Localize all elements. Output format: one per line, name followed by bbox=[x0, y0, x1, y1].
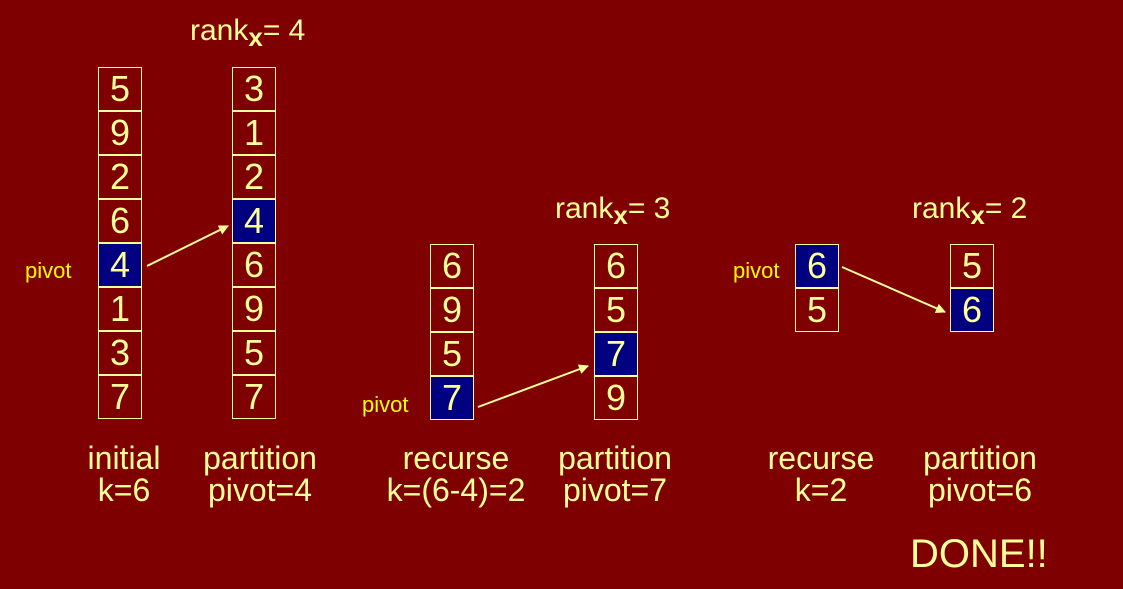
pivot-cell: 6 bbox=[795, 244, 839, 288]
array-cell: 5 bbox=[950, 244, 994, 288]
pivot-cell: 6 bbox=[950, 288, 994, 332]
pivot-cell: 4 bbox=[98, 243, 142, 287]
rank-value: = 4 bbox=[262, 14, 306, 47]
caption-recurse-1: recurse k=(6-4)=2 bbox=[387, 442, 526, 506]
array-cell: 7 bbox=[98, 375, 142, 419]
array-cell: 9 bbox=[98, 111, 142, 155]
array-cell: 9 bbox=[430, 288, 474, 332]
caption-partition-3: partition pivot=6 bbox=[923, 442, 1037, 506]
pivot-cell: 7 bbox=[594, 332, 638, 376]
caption-line: pivot=6 bbox=[927, 472, 1033, 508]
array-cell: 9 bbox=[594, 376, 638, 420]
rank-value: = 3 bbox=[627, 192, 671, 225]
caption-partition-1: partition pivot=4 bbox=[203, 442, 317, 506]
caption-line: initial bbox=[87, 440, 161, 476]
arrow-pivot-1 bbox=[146, 225, 229, 267]
caption-line: partition bbox=[923, 440, 1037, 476]
array-cell: 5 bbox=[430, 332, 474, 376]
rank-subscript: x bbox=[970, 200, 985, 230]
rank-prefix: rank bbox=[912, 192, 971, 225]
array-cell: 1 bbox=[232, 111, 276, 155]
caption-initial: initial k=6 bbox=[88, 442, 161, 506]
rank-subscript: x bbox=[248, 22, 263, 52]
array-cell: 5 bbox=[232, 331, 276, 375]
caption-line: k=(6-4)=2 bbox=[386, 472, 526, 508]
array-cell: 6 bbox=[98, 199, 142, 243]
caption-line: recurse bbox=[767, 440, 875, 476]
caption-line: pivot=4 bbox=[207, 472, 313, 508]
pivot-label: pivot bbox=[25, 258, 72, 283]
done-label: DONE!! bbox=[910, 532, 1048, 576]
array-cell: 7 bbox=[232, 375, 276, 419]
caption-recurse-2: recurse k=2 bbox=[768, 442, 875, 506]
array-cell: 3 bbox=[232, 67, 276, 111]
array-cell: 6 bbox=[594, 244, 638, 288]
pivot-label: pivot bbox=[362, 392, 409, 417]
arrow-pivot-2 bbox=[477, 364, 589, 408]
array-cell: 6 bbox=[232, 243, 276, 287]
caption-partition-2: partition pivot=7 bbox=[558, 442, 672, 506]
caption-line: recurse bbox=[402, 440, 510, 476]
caption-line: partition bbox=[558, 440, 672, 476]
array-cell: 5 bbox=[98, 67, 142, 111]
array-cell: 6 bbox=[430, 244, 474, 288]
caption-line: pivot=7 bbox=[562, 472, 668, 508]
array-cell: 2 bbox=[232, 155, 276, 199]
array-cell: 5 bbox=[795, 288, 839, 332]
caption-line: partition bbox=[203, 440, 317, 476]
rank-value: = 2 bbox=[984, 192, 1028, 225]
rank-label-3: rankx= 2 bbox=[912, 192, 1027, 231]
array-cell: 1 bbox=[98, 287, 142, 331]
rank-prefix: rank bbox=[555, 192, 614, 225]
rank-label-1: rankx= 4 bbox=[190, 14, 305, 53]
pivot-cell: 4 bbox=[232, 199, 276, 243]
rank-label-2: rankx= 3 bbox=[555, 192, 670, 231]
array-cell: 5 bbox=[594, 288, 638, 332]
array-cell: 9 bbox=[232, 287, 276, 331]
rank-prefix: rank bbox=[190, 14, 249, 47]
caption-line: k=6 bbox=[97, 472, 151, 508]
pivot-label: pivot bbox=[733, 258, 780, 283]
pivot-cell: 7 bbox=[430, 376, 474, 420]
rank-subscript: x bbox=[613, 200, 628, 230]
caption-line: k=2 bbox=[794, 472, 848, 508]
array-cell: 2 bbox=[98, 155, 142, 199]
arrow-pivot-3 bbox=[841, 266, 946, 313]
array-cell: 3 bbox=[98, 331, 142, 375]
